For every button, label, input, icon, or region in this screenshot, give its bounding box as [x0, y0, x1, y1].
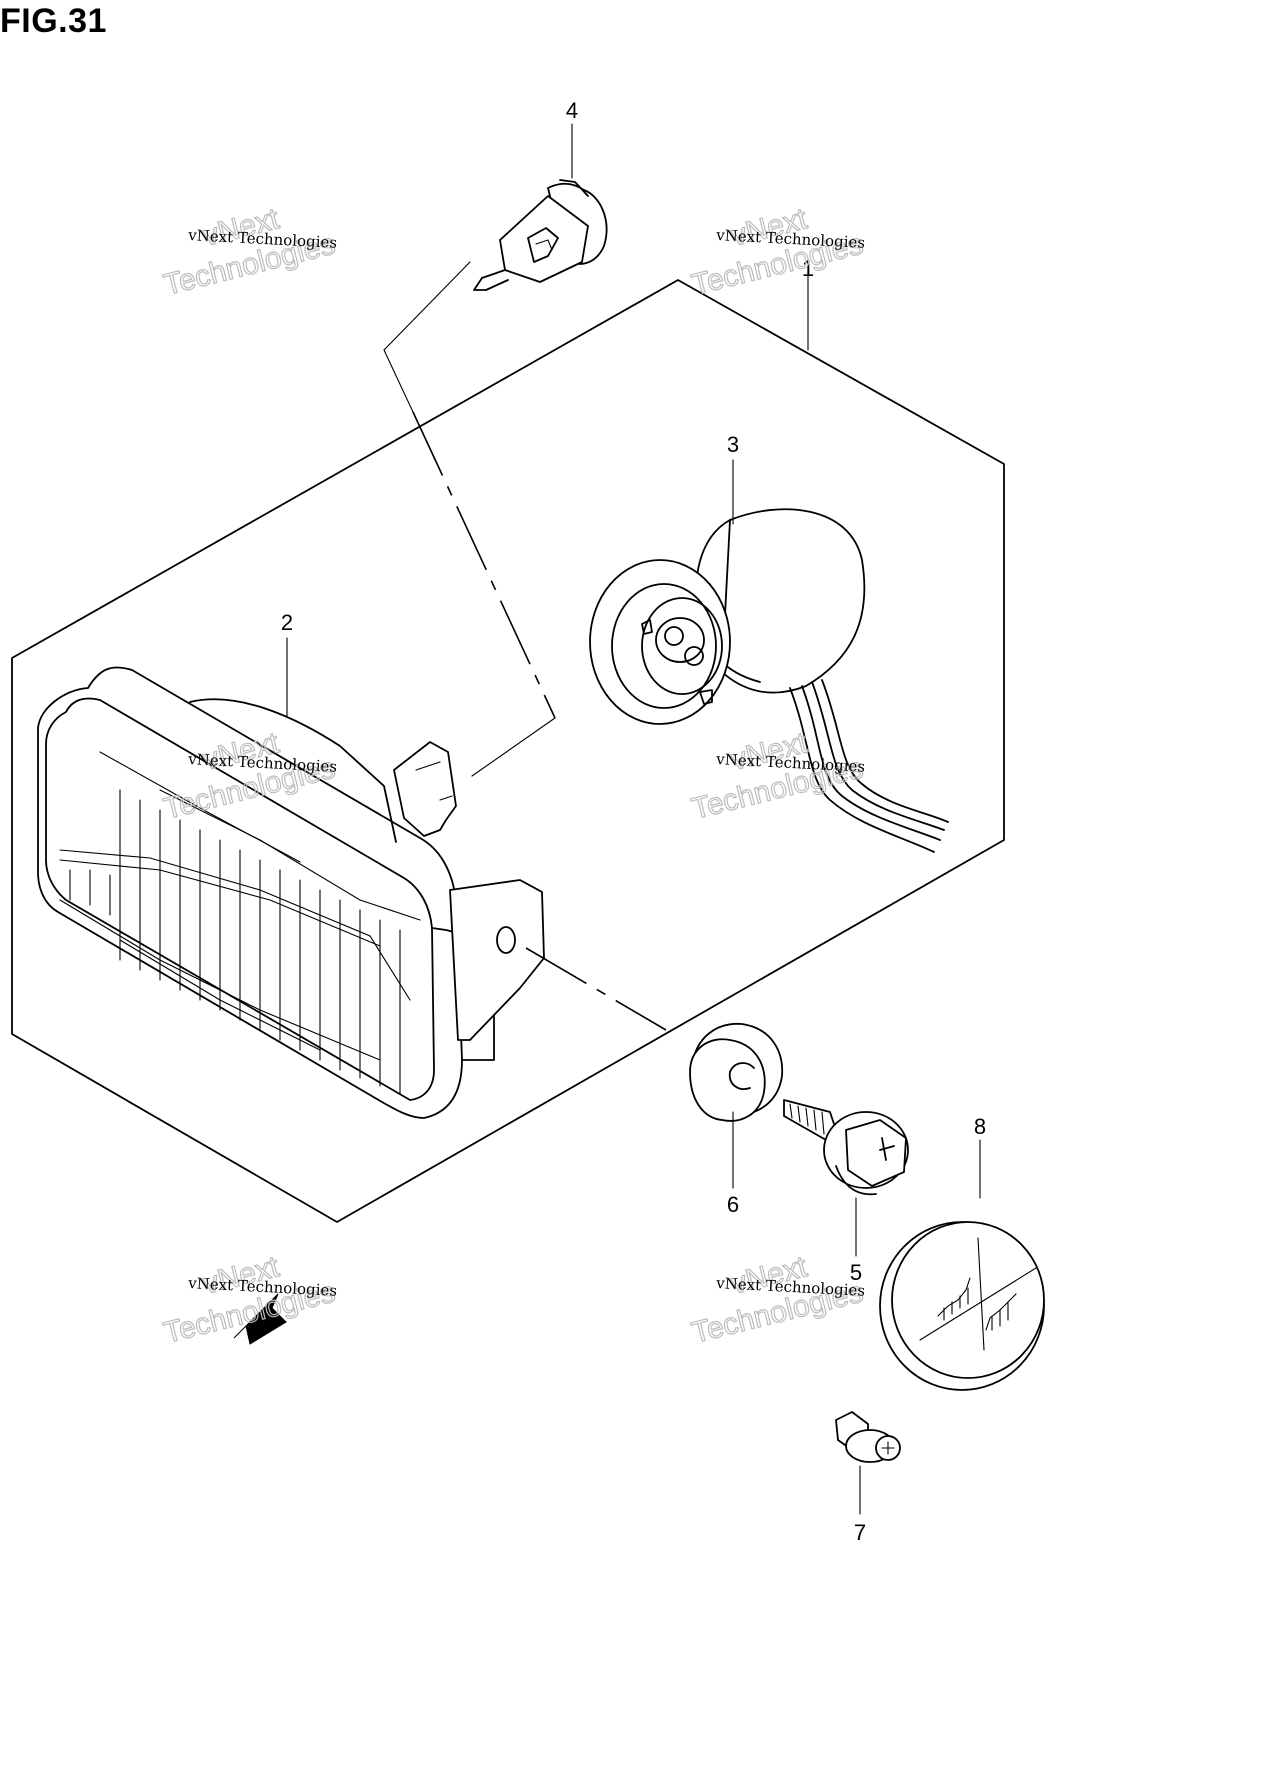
screw — [783, 1099, 909, 1196]
headlight-lens-pattern — [59, 751, 421, 1095]
figure-title: FIG.31 — [0, 2, 107, 40]
grommet-leader-line — [525, 947, 667, 1031]
socket — [589, 508, 949, 853]
callout-1: 1 — [802, 256, 814, 281]
callout-8: 8 — [974, 1114, 986, 1139]
cover-cap — [879, 1221, 1045, 1391]
callout-2: 2 — [281, 610, 293, 635]
callout-7: 7 — [854, 1520, 866, 1545]
front-arrow-icon — [233, 1293, 287, 1345]
callout-3: 3 — [727, 432, 739, 457]
callout-4: 4 — [566, 98, 578, 123]
callout-6: 6 — [727, 1192, 739, 1217]
callout-5: 5 — [850, 1260, 862, 1285]
grommet — [689, 1023, 783, 1122]
headlight — [37, 666, 545, 1119]
bulb-leader-line — [383, 261, 556, 777]
assembly-outline — [11, 279, 1005, 1223]
small-screw — [835, 1411, 901, 1463]
bulb — [473, 179, 608, 291]
callout-leaders — [286, 123, 981, 1515]
